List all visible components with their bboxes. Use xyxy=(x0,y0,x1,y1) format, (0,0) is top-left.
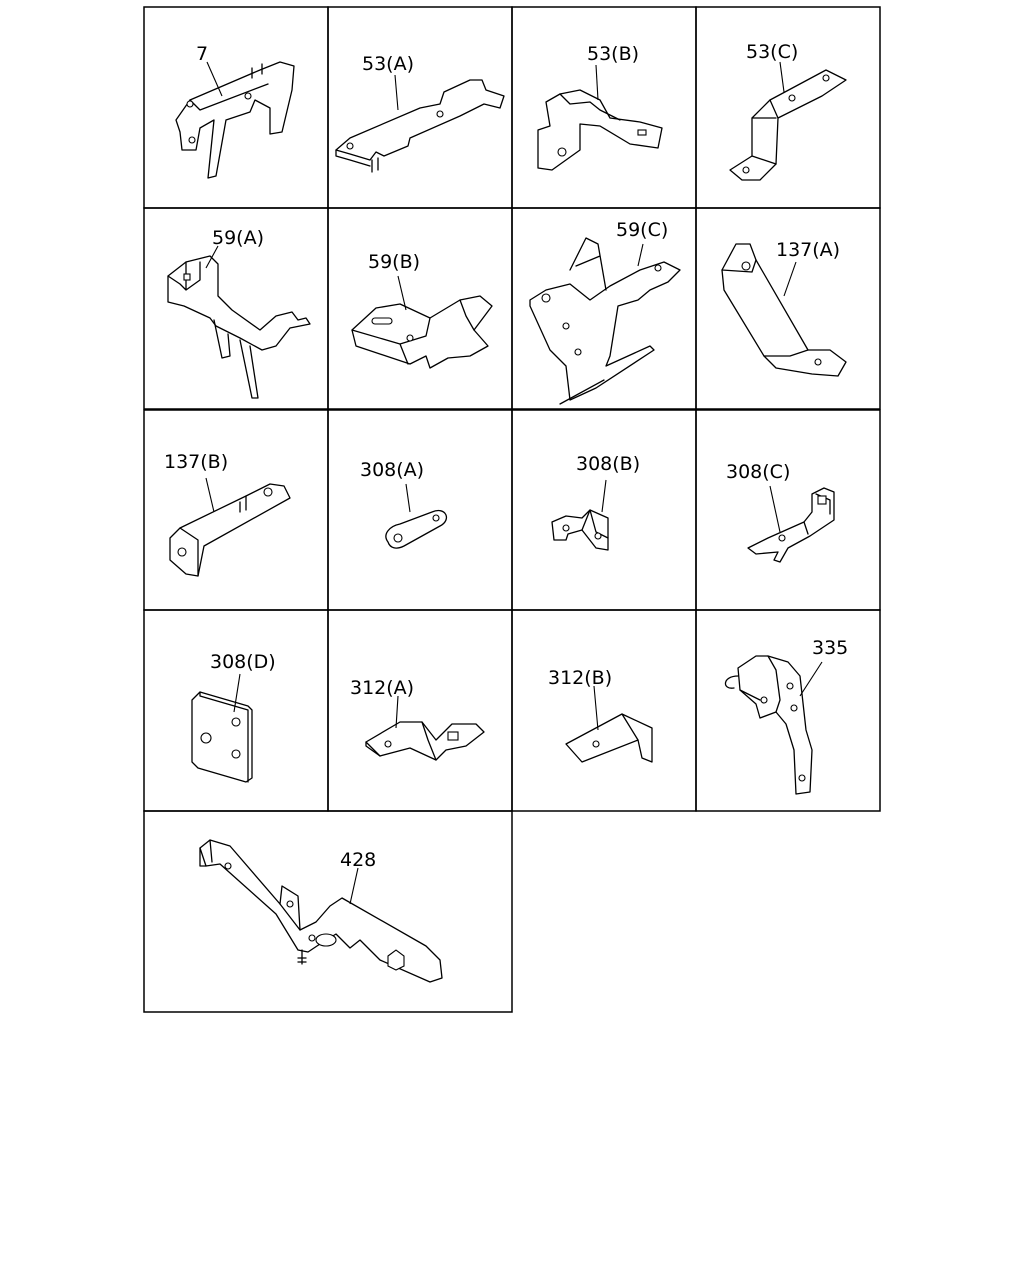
callout-308b: 308(B) xyxy=(576,453,640,475)
bracket-drawing-312b xyxy=(565,713,653,763)
callout-137a: 137(A) xyxy=(776,239,840,261)
bracket-drawing-137a xyxy=(721,243,847,377)
callout-428: 428 xyxy=(340,849,376,871)
part-cell-308d: 308(D) xyxy=(143,609,329,812)
callout-308d: 308(D) xyxy=(210,651,276,673)
bracket-drawing-308b xyxy=(551,509,609,551)
bracket-drawing-312a xyxy=(365,721,485,761)
callout-59a: 59(A) xyxy=(212,227,264,249)
part-cell-308c: 308(C) xyxy=(695,409,881,611)
bracket-drawing-137b xyxy=(169,483,291,577)
callout-53c: 53(C) xyxy=(746,41,798,63)
bracket-drawing-308a xyxy=(385,509,448,549)
part-cell-59a: 59(A) xyxy=(143,207,329,410)
bracket-drawing-59c xyxy=(529,237,681,405)
part-cell-53b: 53(B) xyxy=(511,6,697,209)
part-cell-308a: 308(A) xyxy=(327,409,513,611)
bracket-drawing-7 xyxy=(175,61,295,179)
bracket-drawing-335 xyxy=(724,655,813,795)
callout-7: 7 xyxy=(196,43,208,65)
callout-59c: 59(C) xyxy=(616,219,668,241)
bracket-drawing-428 xyxy=(199,839,443,983)
part-cell-312a: 312(A) xyxy=(327,609,513,812)
bracket-drawing-59a xyxy=(167,255,311,399)
part-cell-7: 7 xyxy=(143,6,329,209)
part-cell-137b: 137(B) xyxy=(143,409,329,611)
part-cell-428: 428 xyxy=(143,810,513,1013)
part-cell-137a: 137(A) xyxy=(695,207,881,410)
bracket-drawing-308c xyxy=(747,487,835,563)
callout-137b: 137(B) xyxy=(164,451,228,473)
callout-308a: 308(A) xyxy=(360,459,424,481)
part-cell-53c: 53(C) xyxy=(695,6,881,209)
callout-53b: 53(B) xyxy=(587,43,639,65)
part-cell-308b: 308(B) xyxy=(511,409,697,611)
callout-53a: 53(A) xyxy=(362,53,414,75)
callout-335: 335 xyxy=(812,637,848,659)
callout-308c: 308(C) xyxy=(726,461,790,483)
callout-59b: 59(B) xyxy=(368,251,420,273)
bracket-drawing-53a xyxy=(335,79,505,173)
callout-312b: 312(B) xyxy=(548,667,612,689)
part-cell-59b: 59(B) xyxy=(327,207,513,410)
part-cell-53a: 53(A) xyxy=(327,6,513,209)
part-cell-312b: 312(B) xyxy=(511,609,697,812)
bracket-drawing-53c xyxy=(729,69,847,181)
callout-312a: 312(A) xyxy=(350,677,414,699)
part-cell-335: 335 xyxy=(695,609,881,812)
bracket-drawing-308d xyxy=(191,691,253,783)
bracket-drawing-59b xyxy=(351,295,493,369)
bracket-drawing-53b xyxy=(537,89,663,171)
part-cell-59c: 59(C) xyxy=(511,207,697,410)
